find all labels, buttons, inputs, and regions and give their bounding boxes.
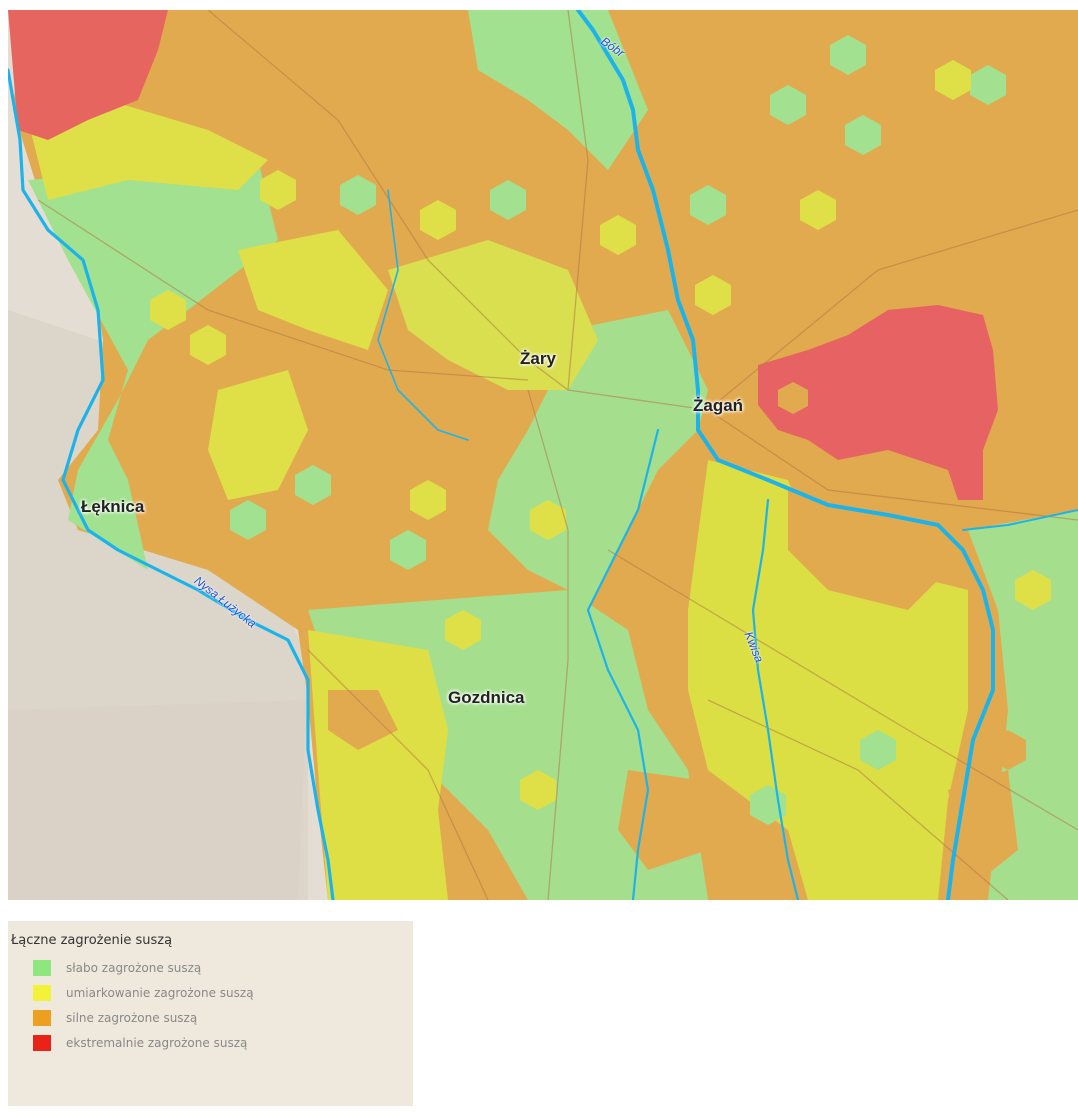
zone-low-west xyxy=(28,160,278,570)
legend-label-extreme: ekstremalnie zagrożone suszą xyxy=(66,1035,248,1050)
river-tributary-3 xyxy=(962,509,1078,531)
legend-label-low: słabo zagrożone suszą xyxy=(66,960,202,975)
legend-swatch-moderate xyxy=(33,984,51,1001)
zone-moderate-zary xyxy=(388,240,598,390)
outside-town-area xyxy=(8,700,308,900)
rivers xyxy=(8,10,1078,900)
map-canvas xyxy=(8,10,1078,900)
legend-label-strong: silne zagrożone suszą xyxy=(66,1010,198,1025)
city-label-zary[interactable]: Żary xyxy=(520,349,556,368)
legend-swatch-strong xyxy=(33,1009,51,1026)
city-label-zagan[interactable]: Żagań xyxy=(693,396,744,415)
legend-item-strong: silne zagrożone suszą xyxy=(8,1005,413,1030)
legend-item-moderate: umiarkowanie zagrożone suszą xyxy=(8,980,413,1005)
map-legend: Łączne zagrożenie suszą słabo zagrożone … xyxy=(8,921,413,1106)
legend-item-low: słabo zagrożone suszą xyxy=(8,955,413,980)
river-tributary-2 xyxy=(377,189,469,441)
legend-swatch-low xyxy=(33,959,51,976)
zone-strong-island-1 xyxy=(328,690,398,750)
zone-low-east xyxy=(968,510,1078,900)
zone-extreme-east xyxy=(758,305,998,500)
river-nysa-luzycka xyxy=(8,68,335,900)
legend-label-moderate: umiarkowanie zagrożone suszą xyxy=(66,985,254,1000)
zone-extreme-north-west xyxy=(8,10,168,140)
legend-swatch-extreme xyxy=(33,1034,51,1051)
zone-moderate-west xyxy=(208,370,308,500)
zone-moderate-south-east xyxy=(688,460,968,900)
roads xyxy=(37,10,1078,900)
zone-moderate-north-west xyxy=(28,100,268,200)
legend-item-extreme: ekstremalnie zagrożone suszą xyxy=(8,1030,413,1055)
scattered-hex-cells xyxy=(150,35,1051,825)
drought-map[interactable]: Żary Żagań Łęknica Gozdnica Bóbr Nysa Łu… xyxy=(8,10,1078,900)
zone-moderate-north xyxy=(238,230,388,350)
city-label-gozdnica[interactable]: Gozdnica xyxy=(448,688,525,707)
river-kwisa xyxy=(751,498,800,900)
legend-title: Łączne zagrożenie suszą xyxy=(11,933,173,948)
river-tributary-1 xyxy=(586,428,660,900)
zone-strong-island-2 xyxy=(618,770,708,870)
city-label-leknica[interactable]: Łęknica xyxy=(81,497,145,516)
zone-extreme-hole xyxy=(778,382,808,414)
zone-strong-island-3 xyxy=(948,770,1018,890)
river-bobr xyxy=(576,10,995,900)
